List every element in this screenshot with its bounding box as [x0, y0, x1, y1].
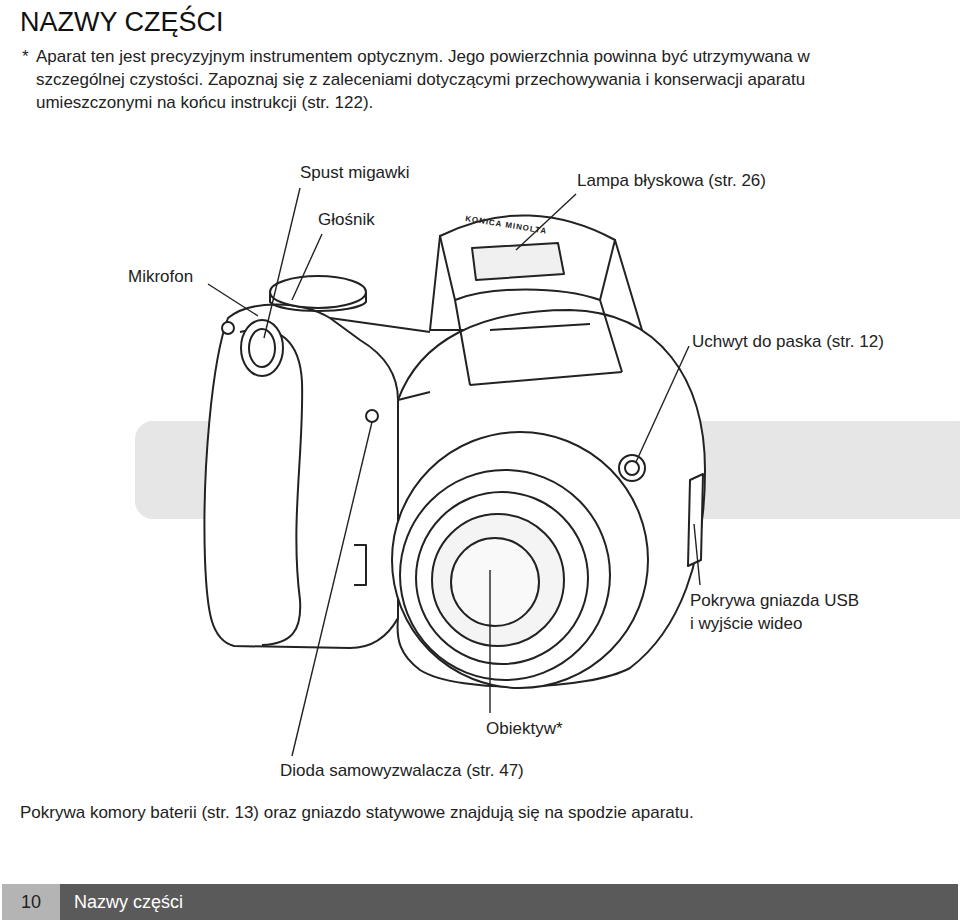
strap-lug	[625, 461, 639, 475]
part-label: Spust migawki	[300, 161, 410, 184]
camera-grip	[204, 305, 398, 649]
body-detail	[354, 545, 366, 585]
part-label: Mikrofon	[128, 265, 193, 288]
lens-barrel	[392, 432, 648, 688]
leader-line	[636, 346, 689, 462]
page-title: NAZWY CZĘŚCI	[20, 6, 224, 38]
grip-contour	[240, 329, 302, 645]
part-label: Dioda samowyzwalacza (str. 47)	[280, 759, 524, 782]
lens-glass	[432, 514, 564, 646]
bottom-note: Pokrywa komory baterii (str. 13) oraz gn…	[20, 801, 694, 824]
part-label: Pokrywa gniazda USB i wyjście wideo	[690, 589, 864, 635]
lens-ring	[416, 492, 588, 664]
page-number: 10	[2, 884, 60, 920]
leader-line	[208, 284, 258, 316]
strap-lug	[222, 322, 234, 334]
mode-dial	[270, 292, 366, 311]
top-plate	[330, 318, 430, 400]
part-label: Lampa błyskowa (str. 26)	[577, 169, 766, 192]
part-label: Uchwyt do paska (str. 12)	[692, 330, 884, 353]
lens-ring	[400, 470, 610, 680]
flash-arm	[455, 300, 622, 385]
leader-line	[292, 422, 372, 756]
note-text: Aparat ten jest precyzyjnym instrumentem…	[36, 45, 864, 114]
usb-cover	[688, 474, 703, 566]
part-label: Głośnik	[318, 208, 375, 231]
lens-glass	[451, 538, 539, 626]
self-timer-led	[366, 410, 378, 422]
lens-housing	[398, 310, 705, 687]
part-label: Obiektyw*	[486, 717, 563, 740]
shutter-button	[241, 320, 283, 376]
section-name: Nazwy części	[74, 884, 183, 920]
leader-line	[292, 234, 322, 300]
mode-dial	[270, 276, 366, 308]
leader-line	[516, 194, 576, 250]
camera-drawing	[135, 215, 960, 688]
leader-line	[489, 570, 490, 713]
leader-line	[264, 188, 300, 338]
leader-line	[694, 524, 700, 585]
strap-lug	[619, 455, 645, 481]
note-marker: *	[22, 45, 29, 68]
leader-lines	[208, 188, 700, 756]
shutter-button	[249, 329, 275, 367]
footer-band: 10 Nazwy części	[2, 884, 958, 920]
